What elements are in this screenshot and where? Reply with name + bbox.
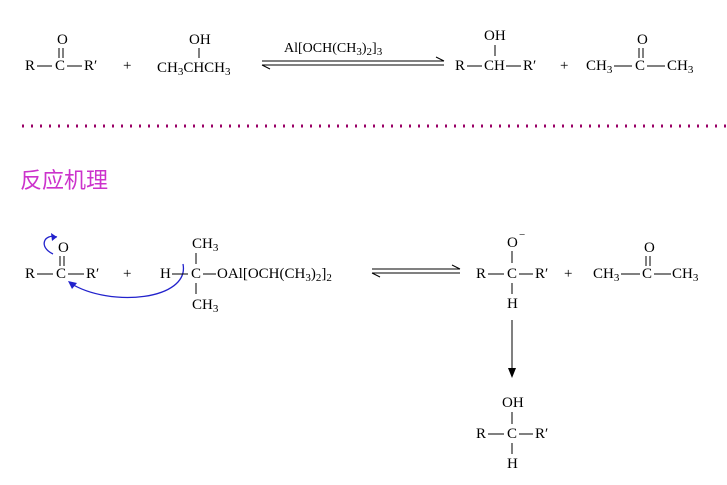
acetone-o: O bbox=[637, 32, 648, 48]
mech-acetone-o: O bbox=[644, 240, 655, 256]
mech-product-rprime: R′ bbox=[535, 266, 548, 282]
mech-product-h: H bbox=[507, 296, 518, 312]
plus-sign: + bbox=[123, 58, 131, 74]
equilibrium-arrow-top: Al[OCH(CH3)2]3 bbox=[261, 41, 445, 70]
reagent-label: Al[OCH(CH3)2]3 bbox=[284, 41, 383, 58]
reactant-ketone: O R C R′ bbox=[25, 32, 97, 74]
acetone-ch3-right: CH3 bbox=[667, 58, 694, 76]
mech-product-r: R bbox=[476, 266, 486, 282]
mech-acetone-ch3-right: CH3 bbox=[672, 266, 699, 284]
mech-h: H bbox=[160, 266, 171, 282]
final-oh: OH bbox=[502, 395, 524, 411]
mech-product-o: O bbox=[507, 235, 518, 251]
forward-arrow-head bbox=[435, 56, 445, 62]
final-c: C bbox=[507, 426, 517, 442]
mech-acetone-c: C bbox=[642, 266, 652, 282]
final-rprime: R′ bbox=[535, 426, 548, 442]
down-arrow-head bbox=[508, 368, 516, 378]
mech-alkoxide-product: O − R C R′ H bbox=[476, 229, 548, 312]
mech-ketone-c: C bbox=[56, 266, 66, 282]
plus-sign: + bbox=[564, 266, 572, 282]
isopropanol-formula: CH3CHCH3 bbox=[157, 60, 231, 78]
ketone-r: R bbox=[25, 58, 35, 74]
mech-ketone-r: R bbox=[25, 266, 35, 282]
mech-final-alcohol: OH R C R′ H bbox=[476, 395, 548, 472]
plus-sign: + bbox=[123, 266, 131, 282]
reverse-arrow-head bbox=[261, 64, 271, 70]
mech-top-ch3: CH3 bbox=[192, 236, 219, 254]
mech-acetone: O CH3 C CH3 bbox=[593, 240, 699, 284]
acetone-ch3-left: CH3 bbox=[586, 58, 613, 76]
mech-c: C bbox=[191, 266, 201, 282]
alcohol-oh: OH bbox=[484, 28, 506, 44]
forward-arrow-head bbox=[451, 264, 461, 270]
ketone-rprime: R′ bbox=[84, 58, 97, 74]
acetone-c: C bbox=[635, 58, 645, 74]
curved-arrow-c-to-o bbox=[43, 235, 58, 255]
curved-arrow-head bbox=[51, 233, 57, 241]
mech-ketone-o: O bbox=[58, 240, 69, 256]
final-r: R bbox=[476, 426, 486, 442]
isopropanol-oh: OH bbox=[189, 32, 211, 48]
mech-acetone-ch3-left: CH3 bbox=[593, 266, 620, 284]
mech-ketone: O R C R′ bbox=[25, 240, 99, 282]
reverse-arrow-head bbox=[371, 272, 381, 278]
negative-charge: − bbox=[519, 229, 525, 241]
alcohol-rprime: R′ bbox=[523, 58, 536, 74]
alcohol-ch: CH bbox=[484, 58, 505, 74]
reactant-isopropanol: OH CH3CHCH3 bbox=[157, 32, 231, 78]
mech-ketone-rprime: R′ bbox=[86, 266, 99, 282]
mech-oal: OAl[OCH(CH3)2]2 bbox=[217, 266, 332, 284]
mech-bottom-ch3: CH3 bbox=[192, 297, 219, 315]
plus-sign: + bbox=[560, 58, 568, 74]
final-h: H bbox=[507, 456, 518, 472]
curved-arrow-head bbox=[68, 281, 77, 289]
mech-product-c: C bbox=[507, 266, 517, 282]
equilibrium-arrow-mech bbox=[371, 264, 461, 278]
ketone-o: O bbox=[57, 32, 68, 48]
alcohol-r: R bbox=[455, 58, 465, 74]
mech-aluminum-isopropoxide: CH3 H C OAl[OCH(CH3)2]2 CH3 bbox=[160, 236, 332, 315]
product-acetone: O CH3 C CH3 bbox=[586, 32, 694, 76]
ketone-c: C bbox=[55, 58, 65, 74]
section-title: 反应机理 bbox=[20, 169, 109, 194]
curved-arrow-hydride bbox=[69, 263, 184, 299]
product-alcohol: OH R CH R′ bbox=[455, 28, 536, 74]
